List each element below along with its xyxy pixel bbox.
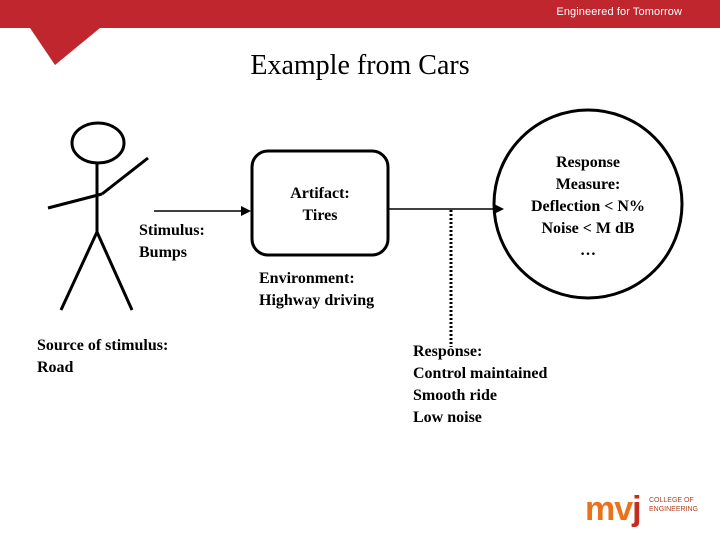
header-tagline: Engineered for Tomorrow xyxy=(556,6,682,18)
slide-title: Example from Cars xyxy=(250,50,470,81)
stimulus-arrow xyxy=(154,206,251,216)
stimulus-label: Stimulus: Bumps xyxy=(139,222,205,261)
logo-line-2: ENGINEERING xyxy=(649,506,699,513)
logo-line-1: COLLEGE OF xyxy=(649,497,694,504)
response-arrow xyxy=(388,204,504,214)
college-logo: mvj COLLEGE OF ENGINEERING xyxy=(585,492,705,528)
stick-figure-icon xyxy=(47,121,149,311)
logo-mark: mvj xyxy=(585,490,642,528)
environment-label: Environment: Highway driving xyxy=(259,270,375,309)
response-measure-circle xyxy=(492,108,684,300)
response-label: Response: Control maintained Smooth ride… xyxy=(413,343,548,426)
artifact-box xyxy=(250,149,390,257)
source-label: Source of stimulus: Road xyxy=(37,337,169,376)
response-measure-label: Response Measure: Deflection < N% Noise … xyxy=(531,154,645,259)
artifact-label: Artifact: Tires xyxy=(290,185,350,224)
